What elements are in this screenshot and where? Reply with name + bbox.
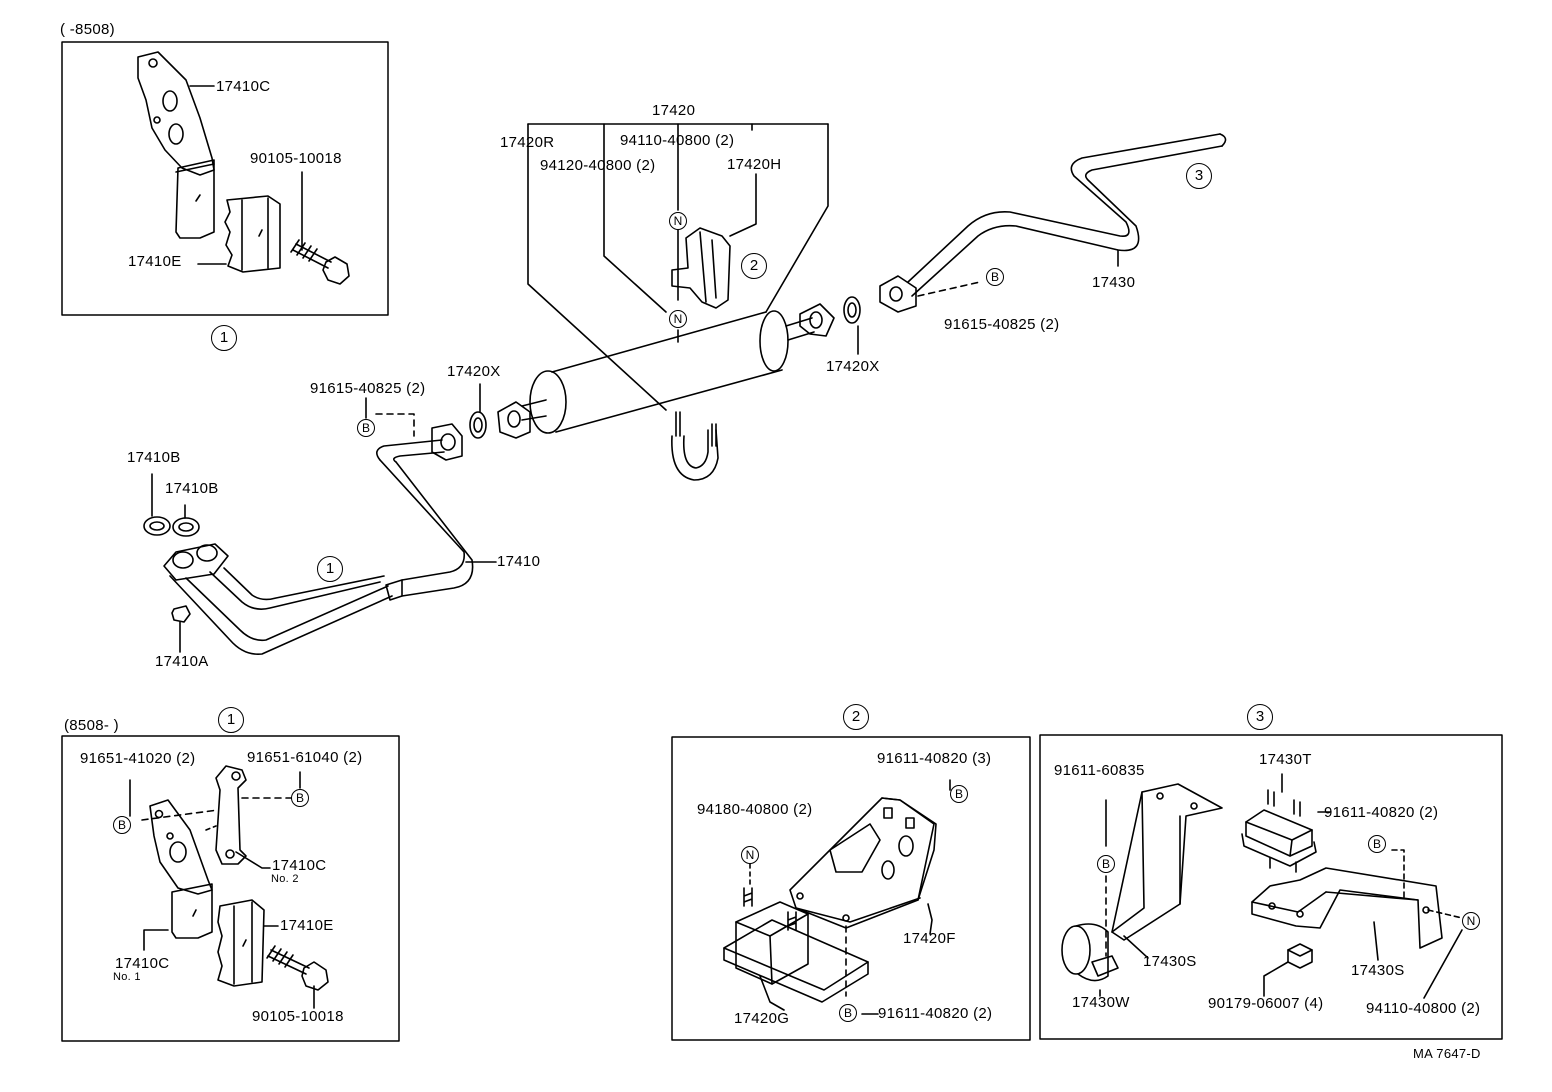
inset-frame-top-left [61, 41, 389, 316]
range-label-top: ( -8508) [60, 21, 115, 38]
part-90105-10018-bottom: 90105-10018 [252, 1008, 344, 1025]
insulator-17420G [723, 887, 869, 1003]
gaskets-17410B [143, 516, 200, 537]
part-17410B-a: 17410B [127, 449, 181, 466]
part-91611-40820-2-detail3: 91611-40820 (2) [1324, 804, 1439, 821]
nut-marker-detail3: N [1462, 912, 1480, 930]
part-17420X-right: 17420X [826, 358, 880, 375]
part-17430W: 17430W [1072, 994, 1130, 1011]
inset-frame-detail-3 [1039, 734, 1503, 1040]
bracket-17410C-no2 [205, 765, 247, 865]
part-91651-61040: 91651-61040 (2) [247, 749, 363, 766]
part-17410C-top: 17410C [216, 78, 271, 95]
part-17420: 17420 [652, 102, 696, 119]
bolt-marker-inset-left: B [113, 816, 131, 834]
part-17420R: 17420R [500, 134, 555, 151]
bolt-marker-right: B [986, 268, 1004, 286]
part-94110-40800-detail3: 94110-40800 (2) [1366, 1000, 1481, 1017]
part-91611-40820-2-detail2: 91611-40820 (2) [878, 1005, 993, 1022]
part-17420X-left: 17420X [447, 363, 501, 380]
muffler-17420 [497, 303, 835, 439]
bolt-marker-detail2-top: B [950, 785, 968, 803]
bracket-17410C-no1 [149, 799, 213, 939]
damper-17410E-bottom [217, 899, 265, 987]
range-label-bottom: (8508- ) [64, 717, 119, 734]
bracket-17410C-top [137, 51, 215, 239]
part-17410E-bottom: 17410E [280, 917, 334, 934]
damper-17410E-top [224, 195, 281, 273]
part-17420H: 17420H [727, 156, 782, 173]
part-17420G: 17420G [734, 1010, 790, 1027]
part-91615-40825-right: 91615-40825 (2) [944, 316, 1060, 333]
part-17410A: 17410A [155, 653, 209, 670]
label-no2: No. 2 [271, 873, 299, 885]
part-17430: 17430 [1092, 274, 1136, 291]
bolt-marker-detail2-bottom: B [839, 1004, 857, 1022]
band-17420R [671, 411, 719, 481]
hanger-17420H [671, 227, 731, 309]
callout-3-diagram: 3 [1186, 163, 1212, 189]
bracket-17430S-right [1251, 867, 1443, 949]
part-94110-40800-top: 94110-40800 (2) [620, 132, 735, 149]
nut-90179-06007 [1287, 943, 1313, 969]
bolt-marker-detail3-right: B [1368, 835, 1386, 853]
nut-17410A [171, 605, 191, 623]
callout-1-diagram: 1 [317, 556, 343, 582]
nut-marker-detail2: N [741, 846, 759, 864]
gasket-17420X-left [469, 411, 487, 439]
part-17410: 17410 [497, 553, 541, 570]
part-17410C-no2: 17410C [272, 857, 327, 874]
front-pipe-17410 [163, 423, 474, 656]
gasket-17420X-right [843, 296, 861, 324]
part-17420F: 17420F [903, 930, 956, 947]
bolt-marker-left: B [357, 419, 375, 437]
bolt-marker-inset-right: B [291, 789, 309, 807]
part-91651-41020: 91651-41020 (2) [80, 750, 196, 767]
nut-marker-mid: N [669, 310, 687, 328]
diagram-code: MA 7647-D [1413, 1046, 1481, 1061]
clamp-17430W [1061, 923, 1119, 982]
mount-17430T [1241, 789, 1317, 873]
part-90105-10018-top: 90105-10018 [250, 150, 342, 167]
part-94120-40800: 94120-40800 (2) [540, 157, 656, 174]
part-17430S-right: 17430S [1351, 962, 1405, 979]
bolt-90105-10018-top [290, 239, 350, 285]
callout-2-diagram: 2 [741, 253, 767, 279]
part-91611-40820-3: 91611-40820 (3) [877, 750, 992, 767]
bracket-17430S-left [1111, 783, 1223, 941]
nut-marker-top: N [669, 212, 687, 230]
label-no1: No. 1 [113, 971, 141, 983]
part-17430S-left: 17430S [1143, 953, 1197, 970]
callout-1-bottom: 1 [218, 707, 244, 733]
callout-3-inset: 3 [1247, 704, 1273, 730]
part-94180-40800: 94180-40800 (2) [697, 801, 813, 818]
part-17410B-b: 17410B [165, 480, 219, 497]
part-17410C-no1: 17410C [115, 955, 170, 972]
tail-pipe-17430 [879, 133, 1227, 313]
bolt-marker-detail3-left: B [1097, 855, 1115, 873]
bolt-90105-10018-bottom [266, 945, 329, 991]
part-91611-60835: 91611-60835 [1054, 762, 1145, 779]
bracket-17420F [789, 797, 937, 929]
callout-2-inset: 2 [843, 704, 869, 730]
inset-frame-detail-2 [671, 736, 1031, 1041]
callout-1-top: 1 [211, 325, 237, 351]
part-90179-06007: 90179-06007 (4) [1208, 995, 1324, 1012]
inset-frame-bottom-left [61, 735, 400, 1042]
part-17410E-top: 17410E [128, 253, 182, 270]
part-17430T: 17430T [1259, 751, 1312, 768]
part-91615-40825-left: 91615-40825 (2) [310, 380, 426, 397]
